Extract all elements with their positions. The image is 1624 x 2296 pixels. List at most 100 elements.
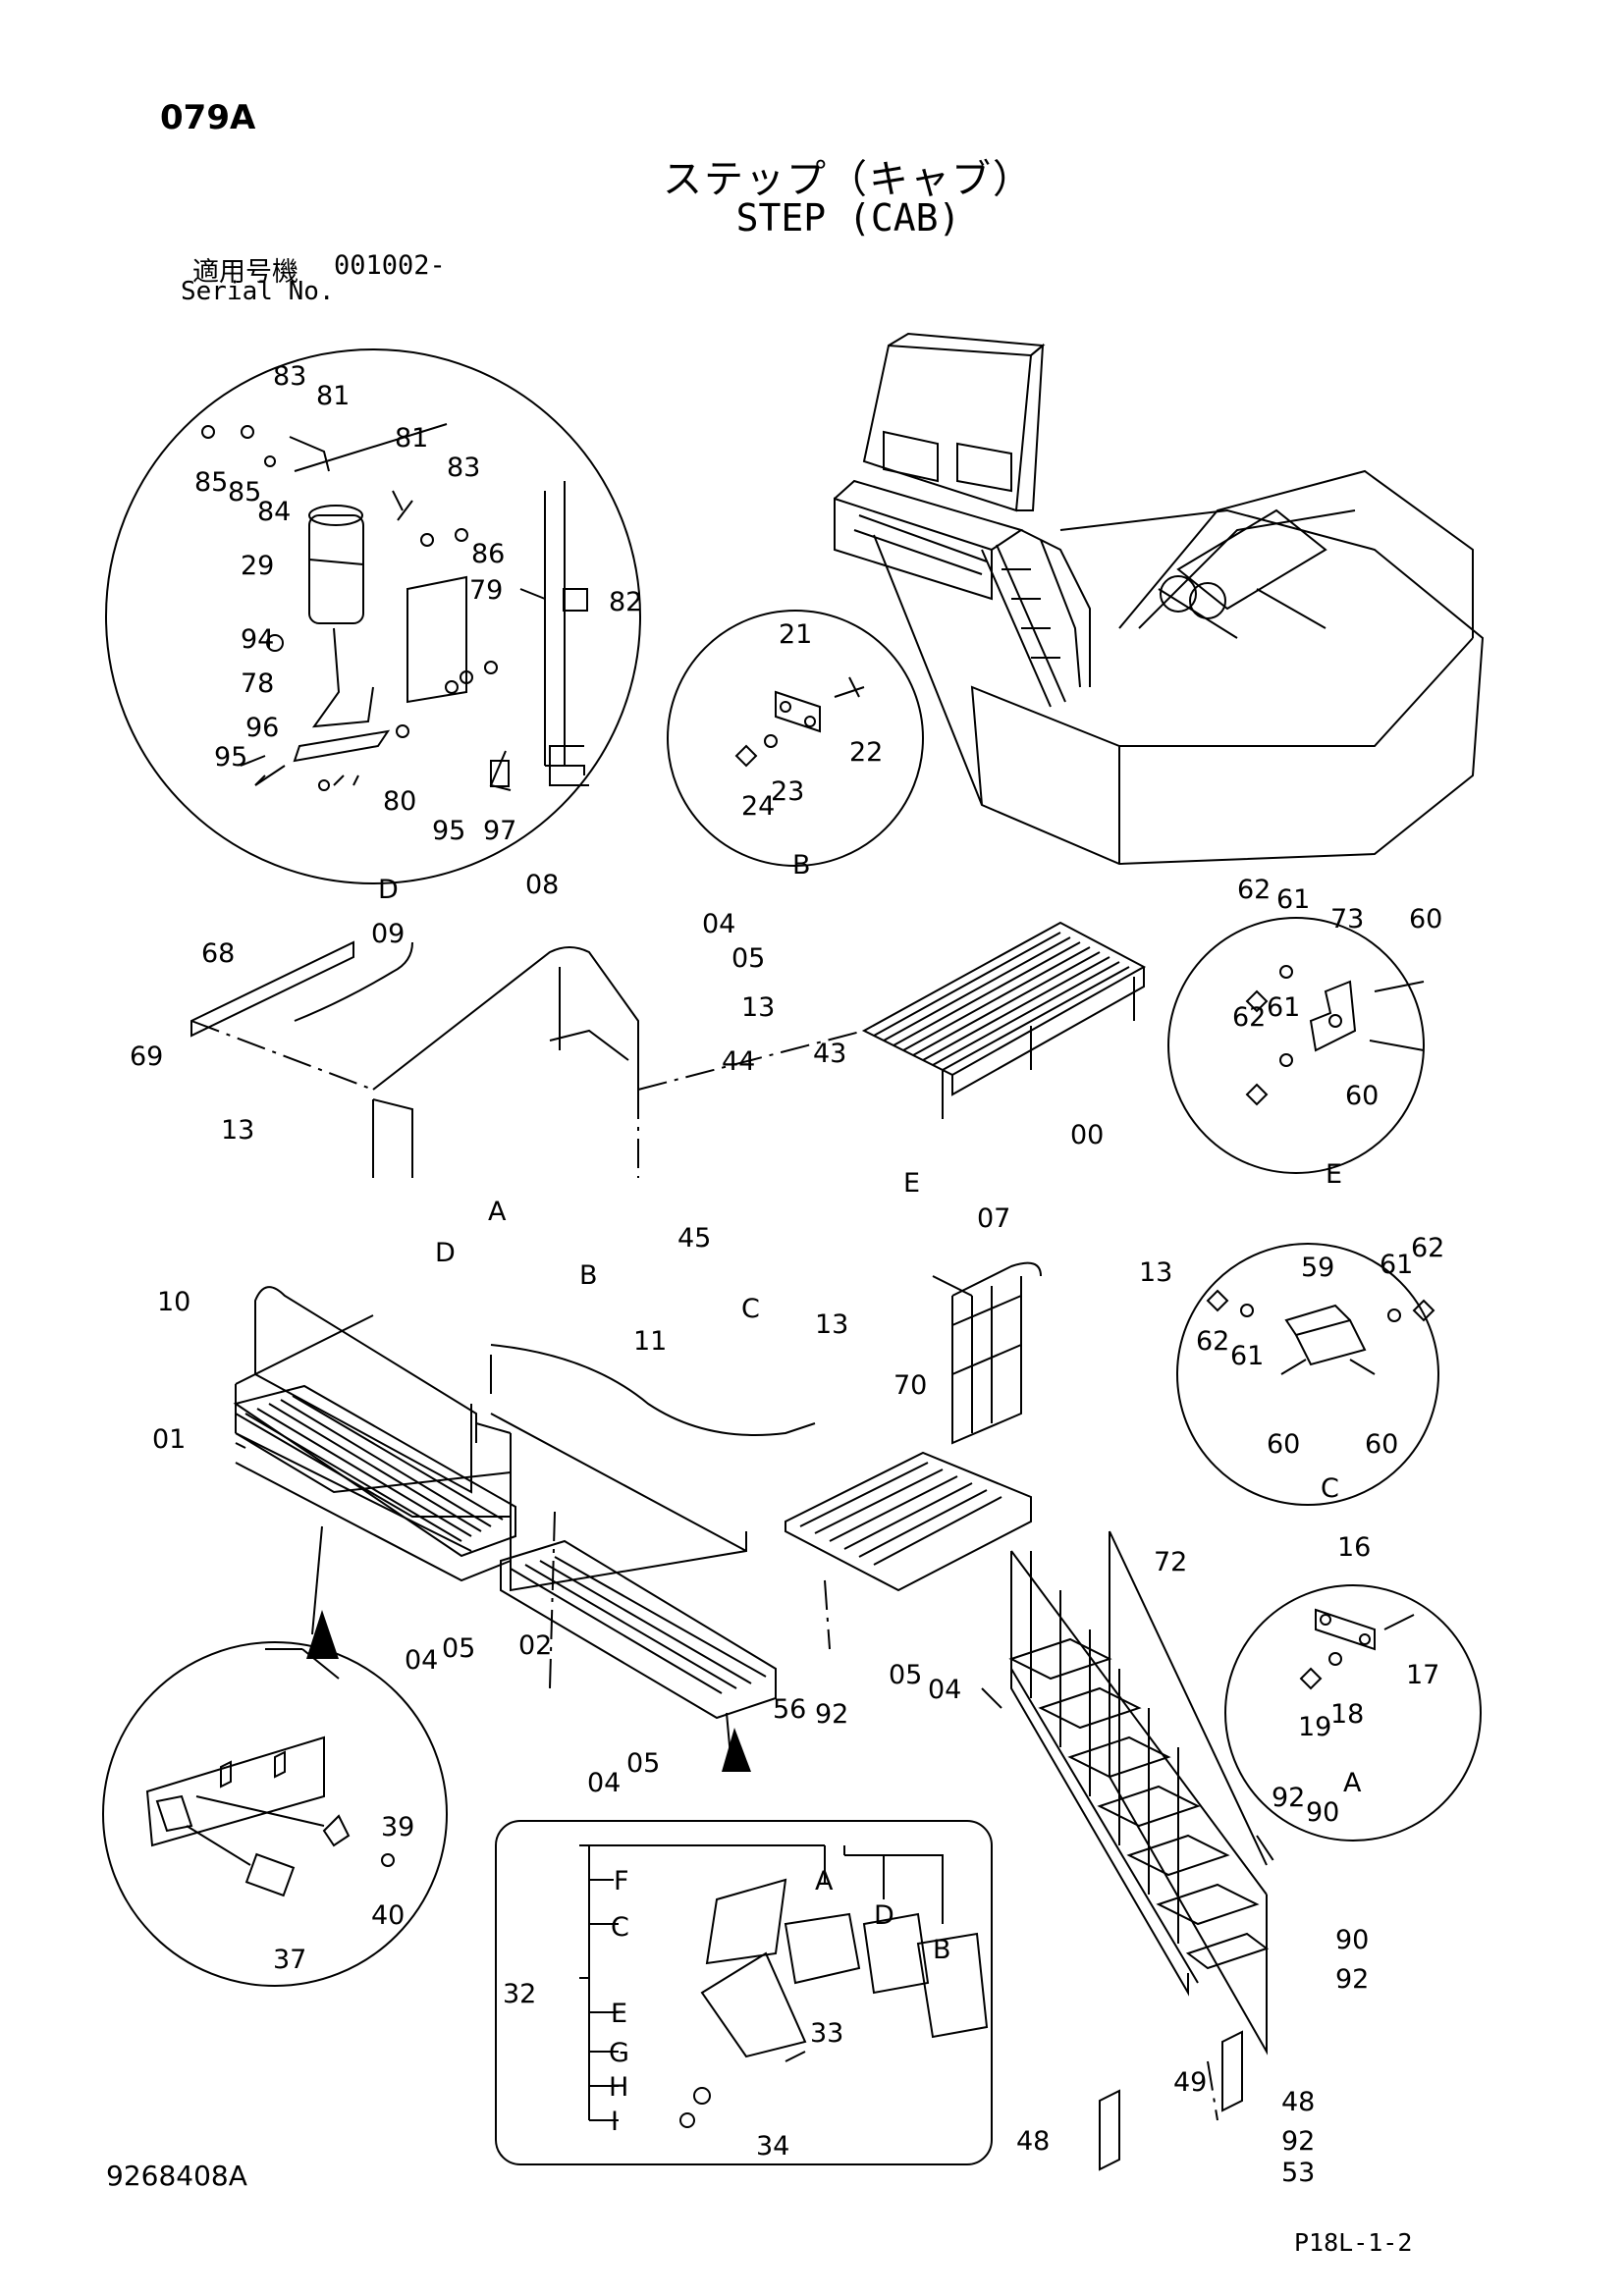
callout: E bbox=[903, 1168, 920, 1199]
callout: 70 bbox=[893, 1370, 927, 1401]
callout: 79 bbox=[469, 575, 503, 606]
callout: F bbox=[614, 1866, 629, 1896]
callout: 68 bbox=[201, 938, 235, 969]
callout: C bbox=[1321, 1473, 1339, 1504]
callout: 82 bbox=[609, 587, 642, 617]
callout: 33 bbox=[810, 2018, 843, 2049]
callout: 05 bbox=[442, 1633, 475, 1664]
callout: 85 bbox=[228, 477, 261, 507]
callout: D bbox=[378, 875, 399, 905]
callout: E bbox=[611, 1999, 627, 2029]
detail-circle-sensor bbox=[102, 1641, 448, 1987]
serial-label-japanese: 適用号機 bbox=[192, 257, 298, 288]
sensor-detail-parts bbox=[145, 1735, 395, 1897]
callout: 60 bbox=[1365, 1429, 1398, 1460]
callout: 81 bbox=[316, 381, 350, 411]
callout: 22 bbox=[849, 737, 883, 768]
callout: 40 bbox=[371, 1900, 405, 1931]
callout: 59 bbox=[1301, 1253, 1334, 1283]
callout: 04 bbox=[405, 1645, 438, 1676]
callout: 16 bbox=[1337, 1532, 1371, 1563]
callout: 72 bbox=[1154, 1547, 1187, 1577]
detail-circle-e bbox=[1167, 917, 1425, 1174]
callout: 01 bbox=[152, 1424, 186, 1455]
serial-value: 001002- bbox=[334, 250, 446, 281]
callout: 21 bbox=[779, 619, 812, 650]
callout: 95 bbox=[432, 816, 465, 846]
callout: 29 bbox=[241, 551, 274, 581]
callout: 60 bbox=[1267, 1429, 1300, 1460]
callout: 86 bbox=[471, 539, 505, 569]
callout: B bbox=[579, 1260, 598, 1291]
detail-c-parts bbox=[1206, 1289, 1435, 1375]
detail-a-parts bbox=[1299, 1608, 1415, 1690]
callout: 69 bbox=[130, 1041, 163, 1072]
callout: 92 bbox=[1272, 1783, 1305, 1813]
callout: 19 bbox=[1298, 1712, 1331, 1742]
callout: 62 bbox=[1237, 875, 1271, 905]
callout: 37 bbox=[273, 1945, 306, 1975]
main-walkway-assembly bbox=[233, 1261, 1042, 1720]
callout: 10 bbox=[157, 1287, 190, 1317]
upper-handrail bbox=[190, 940, 639, 1178]
callout: 24 bbox=[741, 791, 775, 822]
callout: 04 bbox=[702, 909, 735, 939]
callout: 48 bbox=[1281, 2087, 1315, 2117]
callout: 85 bbox=[194, 467, 228, 498]
callout: 90 bbox=[1306, 1797, 1339, 1828]
callout: 60 bbox=[1345, 1081, 1379, 1111]
callout: D bbox=[435, 1238, 456, 1268]
callout: 92 bbox=[815, 1699, 848, 1730]
detail-b-parts bbox=[734, 676, 865, 768]
pointer-triangles bbox=[306, 1610, 751, 1772]
callout: 00 bbox=[1070, 1120, 1104, 1150]
callout: 44 bbox=[722, 1046, 755, 1077]
callout-labels: 83 81 81 83 85 85 84 29 86 82 79 94 78 9… bbox=[130, 361, 1444, 2188]
top-step-platform bbox=[861, 921, 1147, 1119]
callout: A bbox=[488, 1197, 507, 1227]
callout: 62 bbox=[1196, 1326, 1229, 1357]
callout: A bbox=[815, 1866, 834, 1896]
callout: 62 bbox=[1411, 1233, 1444, 1263]
callout: 80 bbox=[383, 786, 416, 817]
callout: 05 bbox=[626, 1748, 660, 1779]
detail-circle-c bbox=[1176, 1243, 1439, 1506]
page-reference: P18L-1-2 bbox=[1294, 2228, 1413, 2257]
detail-d-parts bbox=[201, 423, 589, 791]
callout: 07 bbox=[977, 1203, 1010, 1234]
lamp-box bbox=[495, 1820, 993, 2165]
callout: B bbox=[933, 1935, 951, 1965]
callout: 61 bbox=[1380, 1250, 1413, 1280]
callout: 32 bbox=[503, 1979, 536, 2009]
detail-circle-d bbox=[105, 348, 641, 884]
callout: 90 bbox=[1335, 1925, 1369, 1955]
callout: 83 bbox=[447, 453, 480, 483]
callout: C bbox=[611, 1912, 629, 1943]
detail-circle-b bbox=[667, 610, 924, 867]
callout: 83 bbox=[273, 361, 306, 392]
callout: 13 bbox=[741, 992, 775, 1023]
callout: 53 bbox=[1281, 2158, 1315, 2188]
callout: 11 bbox=[633, 1326, 667, 1357]
callout: 34 bbox=[756, 2131, 789, 2162]
callout: 81 bbox=[395, 423, 428, 454]
leader-lines bbox=[265, 1525, 732, 1768]
callout: 04 bbox=[587, 1768, 621, 1798]
callout: 45 bbox=[677, 1223, 711, 1254]
page-code: 079A bbox=[160, 98, 256, 137]
callout: 18 bbox=[1330, 1699, 1364, 1730]
callout: 73 bbox=[1330, 904, 1364, 934]
callout: 05 bbox=[889, 1660, 922, 1690]
callout: 13 bbox=[815, 1309, 848, 1340]
callout: 05 bbox=[731, 943, 765, 974]
callout: 96 bbox=[245, 713, 279, 743]
serial-label-english: Serial No. bbox=[181, 277, 335, 306]
callout: C bbox=[741, 1294, 760, 1324]
callout: 92 bbox=[1335, 1964, 1369, 1995]
callout: I bbox=[611, 2107, 619, 2137]
callout: 62 bbox=[1232, 1002, 1266, 1033]
callout: 08 bbox=[525, 870, 559, 900]
callout: 13 bbox=[221, 1115, 254, 1146]
callout: 78 bbox=[241, 668, 274, 699]
